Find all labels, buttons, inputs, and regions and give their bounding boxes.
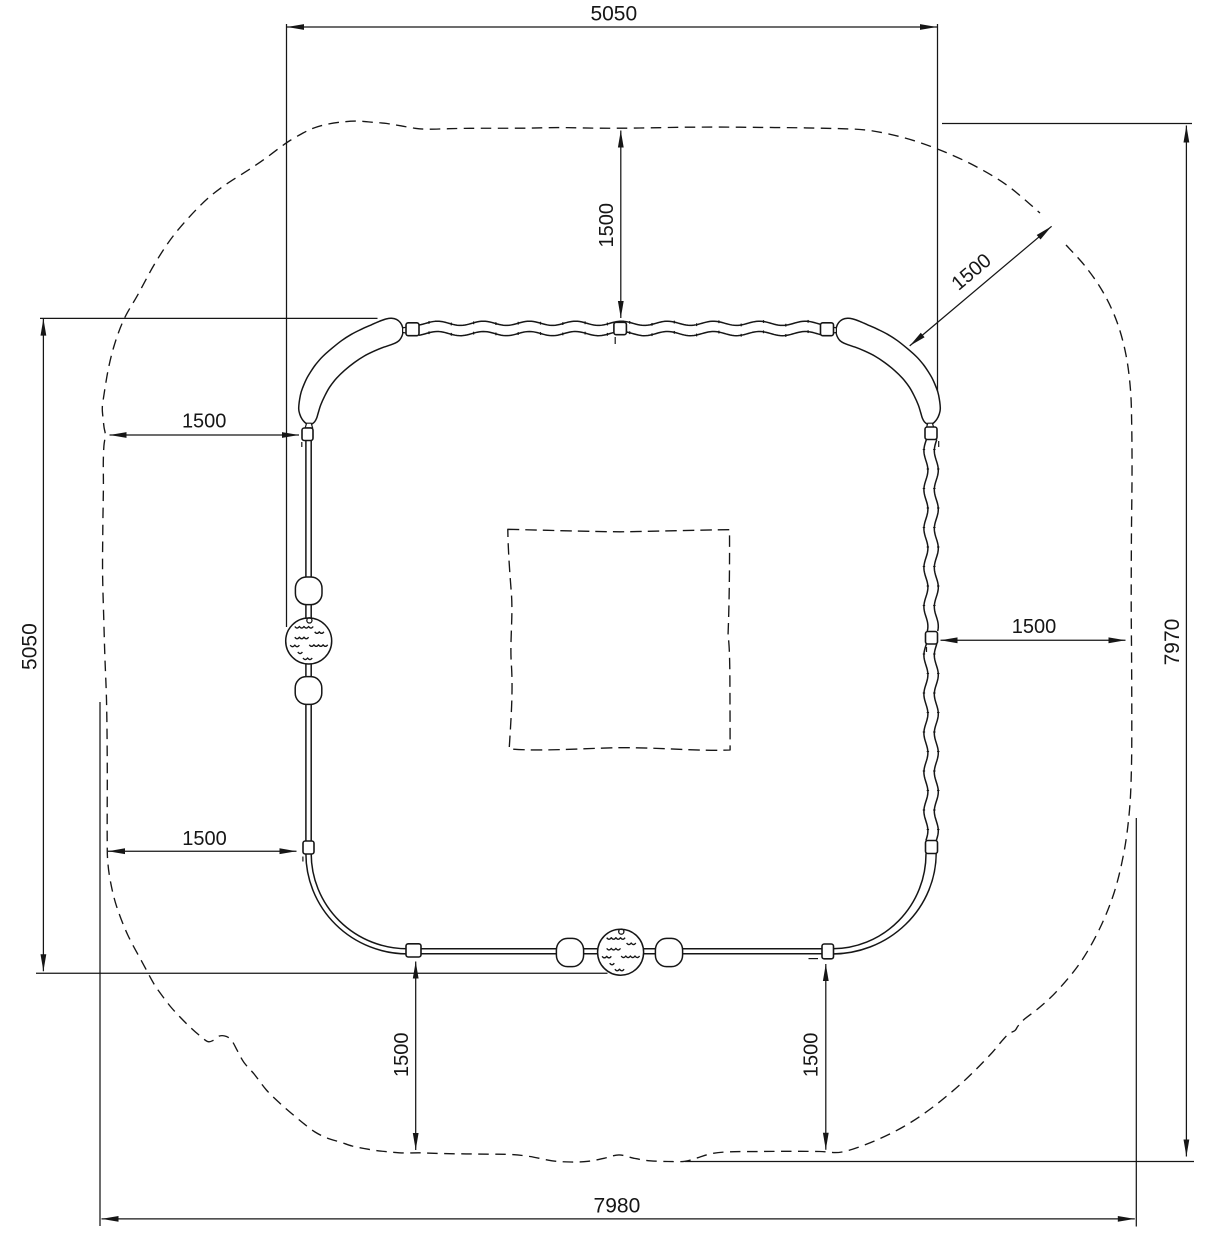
svg-text:1500: 1500: [182, 828, 227, 850]
svg-text:1500: 1500: [800, 1033, 822, 1078]
svg-text:1500: 1500: [596, 203, 618, 248]
svg-text:7980: 7980: [594, 1195, 641, 1218]
svg-text:1500: 1500: [1012, 616, 1057, 638]
svg-text:5050: 5050: [19, 623, 42, 670]
svg-text:7970: 7970: [1161, 619, 1184, 666]
svg-text:1500: 1500: [391, 1032, 413, 1077]
svg-text:1500: 1500: [182, 410, 227, 432]
svg-text:5050: 5050: [590, 3, 637, 26]
